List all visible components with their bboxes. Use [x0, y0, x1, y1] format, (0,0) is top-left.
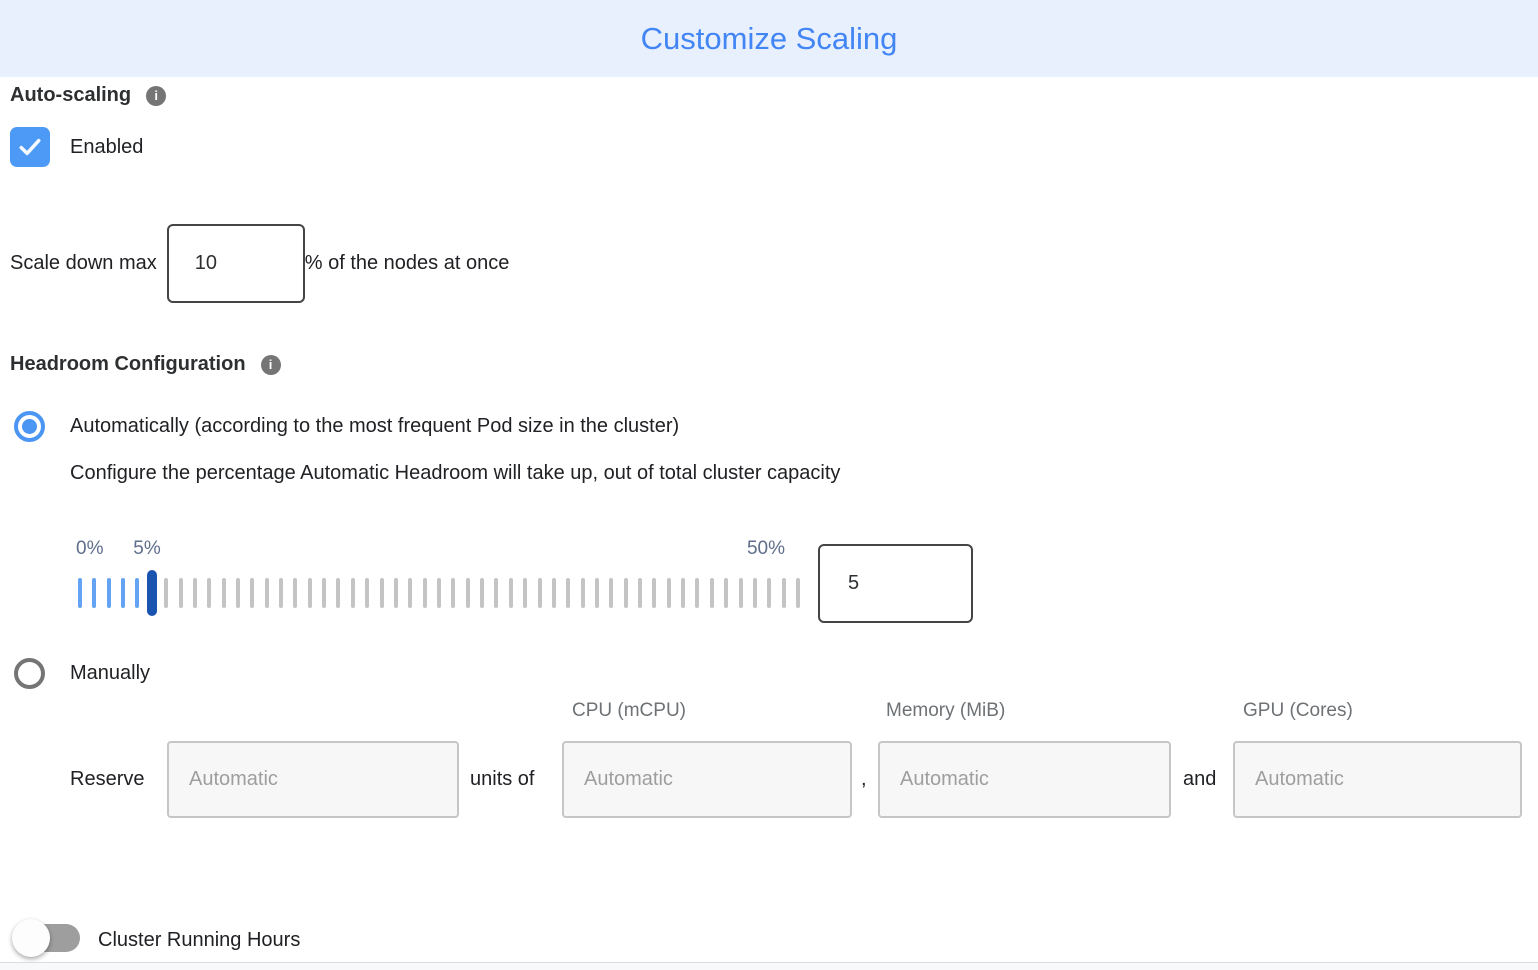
- slider-handle[interactable]: [147, 570, 157, 616]
- slider-tick: [767, 578, 772, 608]
- info-icon[interactable]: i: [260, 354, 281, 375]
- slider-tick: [451, 578, 456, 608]
- cluster-running-hours-label: Cluster Running Hours: [98, 928, 301, 951]
- units-of-label: units of: [470, 768, 535, 790]
- slider-tick: [422, 578, 427, 608]
- slider-ticks: [78, 578, 800, 608]
- slider-tick: [164, 578, 169, 608]
- headroom-manual-row: Manually: [14, 658, 150, 689]
- headroom-section-label: Headroom Configuration i: [10, 353, 281, 376]
- toggle-knob: [12, 919, 50, 957]
- slider-tick: [537, 578, 542, 608]
- slider-tick: [322, 578, 327, 608]
- slider-max-label: 50%: [746, 538, 785, 559]
- page-title: Customize Scaling: [640, 20, 898, 56]
- radio-dot: [22, 419, 37, 434]
- headroom-percentage-slider[interactable]: 0% 5% 50%: [76, 536, 800, 626]
- slider-tick: [781, 578, 786, 608]
- slider-tick: [594, 578, 599, 608]
- slider-tick: [566, 578, 571, 608]
- slider-tick: [408, 578, 413, 608]
- cluster-running-hours-toggle[interactable]: [10, 916, 96, 960]
- reserve-label: Reserve: [70, 768, 145, 790]
- slider-tick: [724, 578, 729, 608]
- slider-tick: [738, 578, 743, 608]
- reserve-units-input[interactable]: [167, 741, 459, 818]
- automatic-radio[interactable]: [14, 411, 45, 442]
- slider-tick: [695, 578, 700, 608]
- slider-tick: [494, 578, 499, 608]
- reserve-gpu-input[interactable]: [1233, 741, 1522, 818]
- headroom-automatic-row: Automatically (according to the most fre…: [14, 411, 679, 442]
- headroom-description: Configure the percentage Automatic Headr…: [70, 462, 841, 484]
- slider-tick: [652, 578, 657, 608]
- auto-scaling-label: Auto-scaling: [10, 84, 132, 106]
- slider-value-label: 5%: [133, 538, 161, 559]
- slider-tick: [264, 578, 269, 608]
- slider-tick: [508, 578, 513, 608]
- slider-tick: [178, 578, 183, 608]
- slider-tick: [465, 578, 470, 608]
- slider-tick: [638, 578, 643, 608]
- enabled-label: Enabled: [70, 135, 144, 158]
- slider-tick: [551, 578, 556, 608]
- slider-tick: [307, 578, 312, 608]
- slider-tick: [336, 578, 341, 608]
- slider-tick: [681, 578, 686, 608]
- auto-scaling-enabled-row: Enabled: [10, 127, 143, 167]
- slider-tick: [480, 578, 485, 608]
- info-icon[interactable]: i: [146, 85, 167, 106]
- headroom-label: Headroom Configuration: [10, 353, 246, 375]
- checkmark-icon: [19, 138, 41, 156]
- slider-tick: [666, 578, 671, 608]
- slider-tick: [92, 578, 97, 608]
- bottom-strip: [0, 963, 1538, 970]
- slider-tick: [393, 578, 398, 608]
- slider-tick: [609, 578, 614, 608]
- slider-tick: [135, 578, 140, 608]
- slider-tick: [279, 578, 284, 608]
- slider-tick: [350, 578, 355, 608]
- manually-radio[interactable]: [14, 658, 45, 689]
- slider-tick: [207, 578, 212, 608]
- reserve-cpu-input[interactable]: [562, 741, 852, 818]
- column-header-cpu: CPU (mCPU): [572, 700, 686, 721]
- enabled-checkbox[interactable]: [10, 127, 50, 167]
- slider-tick: [580, 578, 585, 608]
- slider-tick: [436, 578, 441, 608]
- slider-tick: [235, 578, 240, 608]
- scale-down-suffix: % of the nodes at once: [304, 252, 510, 274]
- scale-down-prefix: Scale down max: [10, 252, 157, 274]
- headroom-percentage-input[interactable]: [818, 544, 973, 623]
- slider-tick: [121, 578, 126, 608]
- column-header-memory: Memory (MiB): [886, 700, 1006, 721]
- slider-tick: [623, 578, 628, 608]
- slider-tick: [709, 578, 714, 608]
- reserve-memory-input[interactable]: [878, 741, 1171, 818]
- slider-tick: [752, 578, 757, 608]
- slider-tick: [293, 578, 298, 608]
- slider-tick: [379, 578, 384, 608]
- scale-down-row: Scale down max % of the nodes at once: [10, 224, 509, 303]
- bottom-divider: [0, 962, 1538, 963]
- column-header-gpu: GPU (Cores): [1243, 700, 1353, 721]
- automatic-radio-label: Automatically (according to the most fre…: [70, 415, 680, 437]
- auto-scaling-section-label: Auto-scaling i: [10, 84, 167, 107]
- scale-down-max-input[interactable]: [166, 224, 305, 303]
- and-label: and: [1183, 768, 1217, 790]
- slider-tick: [192, 578, 197, 608]
- slider-min-label: 0%: [76, 538, 104, 559]
- slider-tick: [365, 578, 370, 608]
- slider-tick: [250, 578, 255, 608]
- panel-header: Customize Scaling: [0, 0, 1538, 77]
- slider-tick: [795, 578, 800, 608]
- slider-tick: [523, 578, 528, 608]
- slider-tick: [221, 578, 226, 608]
- slider-tick: [78, 578, 82, 608]
- comma-separator: ,: [861, 768, 867, 790]
- slider-tick: [106, 578, 111, 608]
- manually-radio-label: Manually: [70, 662, 151, 684]
